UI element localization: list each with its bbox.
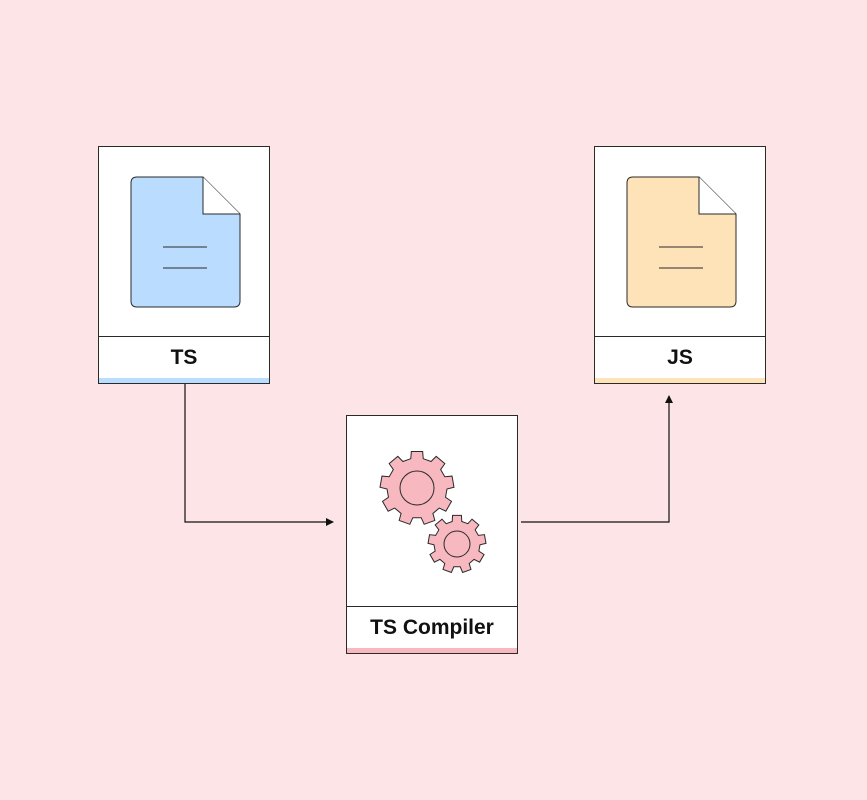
typescript-file-icon bbox=[130, 176, 241, 308]
gears-icon bbox=[379, 450, 487, 574]
ts-node: TS bbox=[98, 146, 270, 384]
ts-node-art bbox=[99, 147, 269, 336]
compiler-node-accent-strip bbox=[347, 648, 517, 653]
ts-node-label: TS bbox=[99, 336, 269, 378]
compiler-node: TS Compiler bbox=[346, 415, 518, 654]
js-node: JS bbox=[594, 146, 766, 384]
arrow-compiler-to-js bbox=[521, 395, 673, 523]
js-node-art bbox=[595, 147, 765, 336]
compiler-node-art bbox=[347, 416, 517, 606]
compiler-node-label: TS Compiler bbox=[347, 606, 517, 648]
ts-node-accent-strip bbox=[99, 378, 269, 383]
arrow-ts-to-compiler bbox=[184, 384, 334, 526]
javascript-file-icon bbox=[626, 176, 737, 308]
js-node-label: JS bbox=[595, 336, 765, 378]
js-node-accent-strip bbox=[595, 378, 765, 383]
